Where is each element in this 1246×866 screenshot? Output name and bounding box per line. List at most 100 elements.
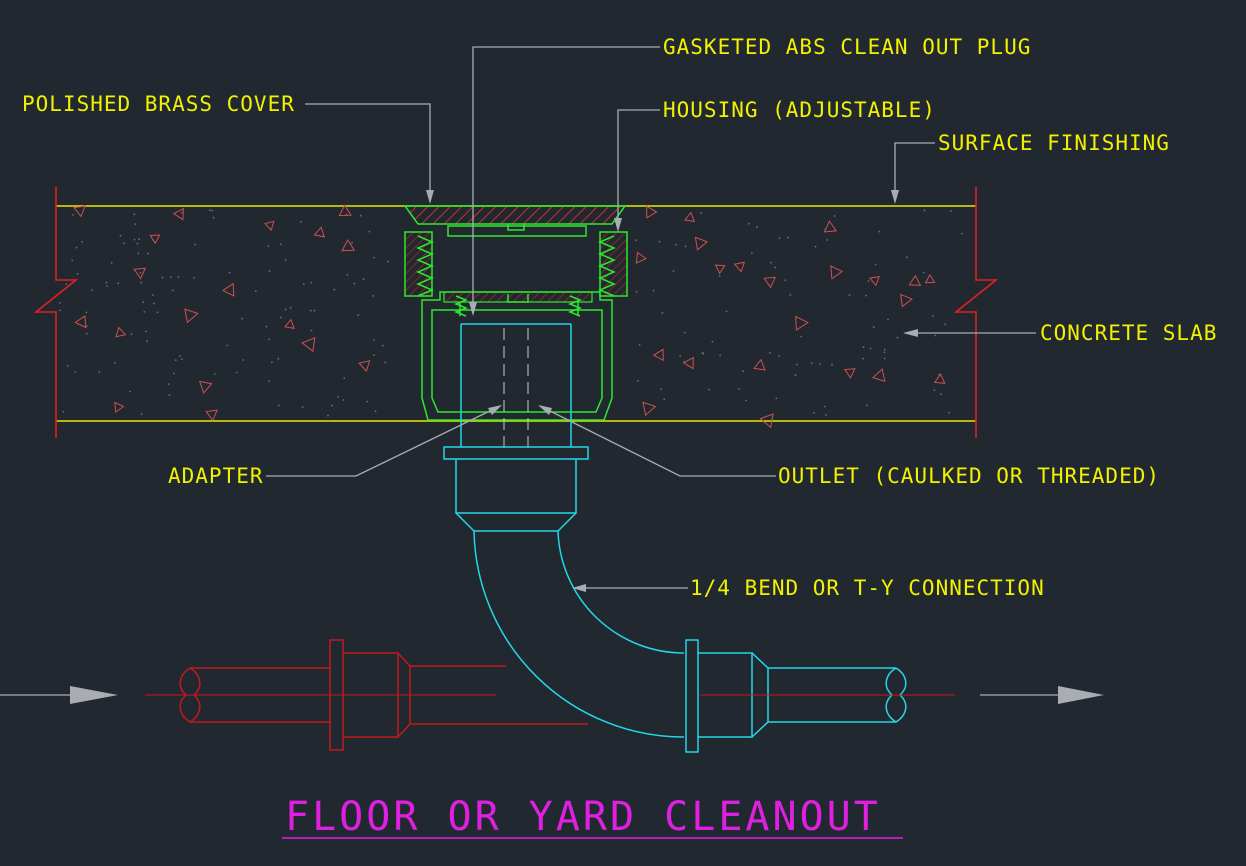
aggregate-stone (635, 251, 647, 264)
aggregate-speck (168, 394, 171, 397)
label-adapter: ADAPTER (168, 464, 264, 488)
aggregate-speck (684, 245, 687, 248)
aggregate-speck (228, 271, 231, 274)
aggregate-speck (862, 346, 865, 349)
left-break-line (33, 187, 79, 438)
aggregate-speck (72, 213, 74, 216)
aggregate-speck (65, 283, 68, 285)
aggregate-speck (76, 272, 79, 275)
aggregate-speck (346, 273, 349, 276)
aggregate-speck (384, 361, 387, 364)
adapter-flange (443, 446, 589, 460)
aggregate-speck (309, 309, 312, 312)
aggregate-speck (700, 212, 702, 214)
aggregate-speck (922, 271, 925, 274)
aggregate-speck (181, 358, 183, 360)
aggregate-speck (289, 306, 292, 309)
aggregate-stone (358, 360, 371, 373)
aggregate-speck (683, 361, 686, 363)
bend-inner (557, 530, 685, 654)
flow-arrows (0, 686, 1104, 704)
aggregate-speck (284, 308, 287, 311)
aggregate-speck (789, 294, 792, 296)
aggregate-speck (751, 252, 753, 254)
label-gasketed-plug: GASKETED ABS CLEAN OUT PLUG (663, 35, 1031, 59)
aggregate-speck (66, 364, 69, 367)
cleanout-pipe (443, 323, 955, 753)
aggregate-stone (759, 413, 774, 429)
aggregate-speck (933, 389, 936, 391)
aggregate-stone (172, 207, 184, 221)
aggregate-speck (701, 351, 704, 354)
aggregate-speck (905, 256, 908, 258)
aggregate-speck (71, 259, 74, 262)
aggregate-speck (672, 270, 675, 272)
aggregate-speck (938, 373, 940, 376)
aggregate-speck (950, 210, 952, 213)
aggregate-speck (213, 373, 216, 375)
aggregate-stone (871, 368, 886, 383)
aggregate-speck (277, 357, 280, 360)
aggregate-speck (179, 355, 181, 357)
aggregate-speck (177, 276, 180, 278)
aggregate-speck (745, 399, 747, 402)
aggregate-stone (284, 318, 295, 330)
aggregate-speck (374, 410, 377, 413)
aggregate-speck (85, 325, 88, 327)
aggregate-speck (774, 266, 776, 269)
aggregate-speck (211, 209, 214, 212)
aggregate-speck (241, 317, 244, 320)
aggregate-speck (865, 294, 868, 297)
aggregate-speck (170, 276, 173, 278)
aggregate-speck (59, 309, 61, 312)
aggregate-speck (961, 232, 963, 235)
aggregate-speck (136, 242, 139, 245)
aggregate-speck (794, 374, 797, 377)
aggregate-stone (714, 264, 726, 275)
title-text: FLOOR OR YARD CLEANOUT (285, 794, 881, 840)
housing-thread-right (598, 235, 616, 297)
aggregate-speck (824, 228, 827, 231)
aggregate-speck (151, 294, 154, 296)
aggregate-speck (106, 285, 108, 287)
concrete-slab (33, 187, 999, 438)
label-concrete-slab: CONCRETE SLAB (1040, 321, 1217, 345)
aggregate-speck (300, 221, 302, 223)
aggregate-stone (652, 348, 664, 362)
aggregate-speck (343, 377, 346, 380)
aggregate-speck (130, 333, 133, 336)
aggregate-speck (280, 316, 282, 319)
aggregate-stone (74, 315, 87, 329)
aggregate-speck (663, 398, 666, 401)
aggregate-stone (73, 205, 86, 218)
aggregate-speck (923, 209, 926, 212)
aggregate-speck (98, 371, 101, 374)
label-brass-cover: POLISHED BRASS COVER (22, 92, 295, 116)
aggregate-speck (718, 275, 721, 277)
aggregate-stone (908, 274, 922, 286)
aggregate-speck (133, 213, 136, 216)
aggregate-speck (123, 242, 126, 245)
aggregate-stone (133, 267, 147, 280)
aggregate-speck (940, 393, 942, 395)
aggregate-speck (327, 414, 329, 417)
pipe-break-left (179, 667, 201, 723)
aggregate-speck (59, 301, 61, 304)
aggregate-speck (140, 281, 143, 284)
aggregate-speck (268, 380, 270, 382)
cover-inner-recess (447, 225, 587, 237)
aggregate-speck (372, 295, 375, 297)
annotation-labels: GASKETED ABS CLEAN OUT PLUG POLISHED BRA… (22, 35, 1217, 600)
aggregate-speck (784, 279, 787, 282)
aggregate-speck (825, 414, 827, 416)
aggregate-stone (900, 293, 913, 308)
aggregate-stone (843, 368, 856, 379)
aggregate-speck (638, 344, 641, 346)
aggregate-stone (683, 211, 696, 223)
aggregate-speck (277, 404, 280, 407)
label-surface-finishing: SURFACE FINISHING (938, 131, 1170, 155)
aggregate-speck (267, 245, 270, 248)
aggregate-speck (748, 222, 750, 225)
aggregate-speck (301, 406, 304, 408)
aggregate-speck (634, 239, 637, 242)
